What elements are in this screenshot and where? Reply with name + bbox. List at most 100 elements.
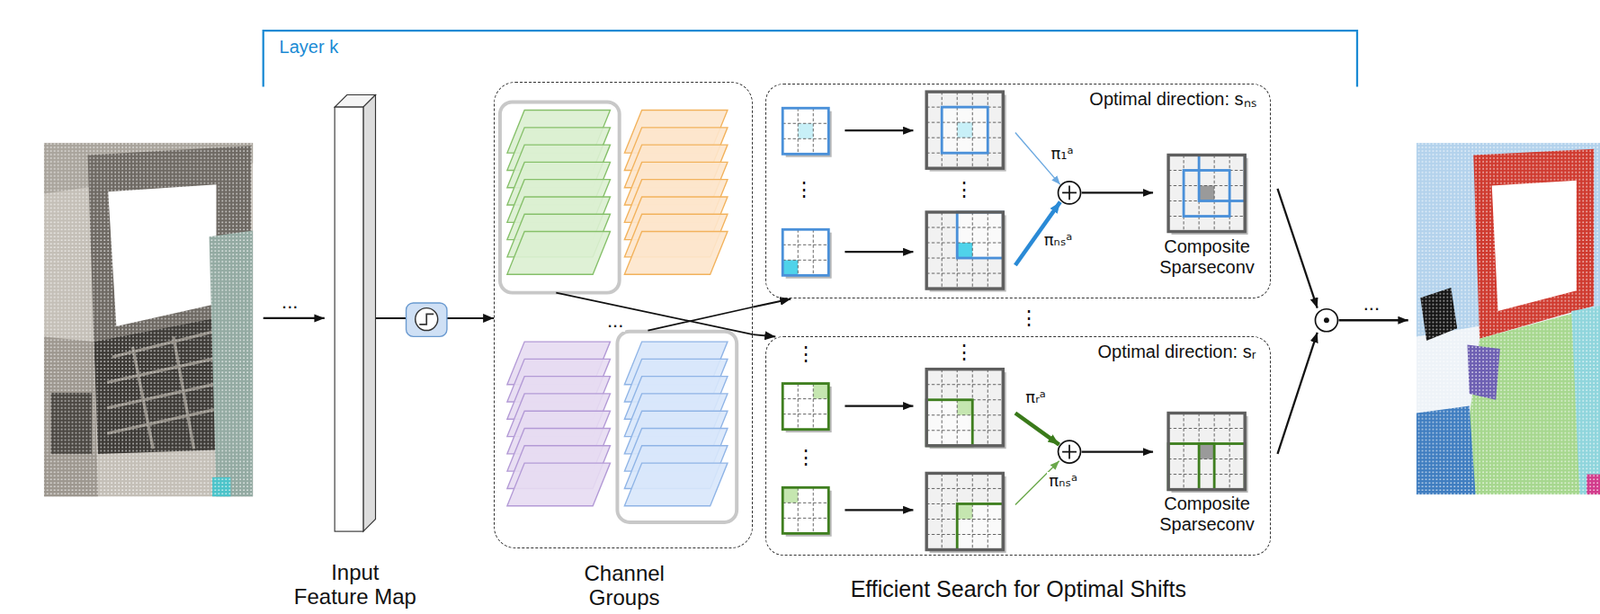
vertical-ellipsis: ⋮ — [792, 178, 816, 201]
shift-kernels — [782, 107, 832, 157]
shift-kernels — [782, 487, 832, 537]
composite-grids — [1168, 154, 1248, 234]
weight-label: πₙₛᵃ — [1046, 472, 1080, 492]
composite-grids — [1198, 444, 1215, 460]
feature-map-bar — [334, 107, 364, 532]
group-route-line — [555, 293, 753, 336]
shifted-grids — [926, 369, 1006, 449]
section-caption: Efficient Search for Optimal Shifts — [849, 576, 1189, 603]
shifted-grids — [956, 400, 973, 416]
channel-stacks — [500, 101, 737, 522]
operator-symbol — [1323, 317, 1330, 323]
composite-grids — [1183, 169, 1230, 216]
group-route-line — [555, 293, 753, 336]
flow-connector — [752, 298, 791, 307]
search-arrows — [1015, 412, 1060, 445]
channel-stacks — [507, 232, 611, 276]
shifted-grids — [926, 400, 973, 447]
input-point-cloud — [44, 143, 254, 498]
operator-symbol — [1314, 309, 1338, 332]
composite-grids — [1168, 412, 1248, 492]
shifted-grids — [926, 212, 1003, 289]
channel-stacks — [500, 101, 620, 293]
ellipsis: ... — [605, 309, 626, 332]
vertical-ellipsis: ⋮ — [794, 342, 818, 366]
composite-grids — [1168, 154, 1245, 232]
shifted-grids — [926, 91, 1003, 169]
shifted-grids — [926, 212, 1006, 292]
shift-kernels — [782, 384, 832, 433]
shift-kernels — [797, 123, 814, 139]
shifted-grids — [956, 503, 1003, 550]
search-arrows — [844, 130, 1408, 510]
node-label: Composite Sparseconv — [1148, 236, 1266, 278]
composite-grids — [1168, 412, 1245, 490]
channel-stacks — [624, 341, 728, 507]
shift-search-box: Optimal direction: sₙₛComposite Sparseco… — [765, 83, 1271, 299]
composite-grids — [1168, 444, 1215, 491]
shift-kernels — [782, 259, 798, 276]
channel-stacks — [624, 110, 728, 276]
search-arrows — [1277, 188, 1317, 309]
output-segmentation — [1416, 143, 1600, 495]
vertical-ellipsis: ⋮ — [794, 446, 818, 469]
shifted-grids — [926, 400, 973, 447]
composite-grids — [1168, 412, 1245, 490]
feature-map-bar — [363, 95, 376, 533]
ellipsis: ... — [1361, 292, 1382, 315]
composite-grids — [1198, 185, 1215, 201]
feature-map-bar — [334, 95, 376, 533]
composite-grids — [1168, 154, 1248, 493]
shifted-grids — [926, 473, 1003, 550]
output-segmentation — [1416, 143, 1600, 495]
operator-symbol — [1062, 185, 1077, 200]
node-label: Composite Sparseconv — [1148, 493, 1266, 536]
shift-kernels — [782, 229, 832, 278]
channel-stacks — [507, 341, 611, 507]
search-arrows — [844, 129, 913, 132]
composite-sparseconv: Composite Sparseconv — [1169, 413, 1246, 491]
box-heading: Optimal direction: sᵣ — [1098, 341, 1257, 363]
shift-search-box: Optimal direction: sᵣ Composite Sparsecon… — [765, 336, 1271, 556]
shift-kernels — [782, 229, 832, 278]
composite-grids — [1168, 412, 1248, 492]
feature-map-node: Input Feature Map — [334, 95, 376, 533]
composite-grids — [1198, 154, 1245, 201]
weight-label: πᵣᵃ — [1023, 388, 1048, 408]
quantization-icon — [406, 303, 447, 337]
shift-kernels — [782, 384, 829, 430]
layer-bracket — [263, 30, 1358, 87]
node-label: Channel Groups — [556, 561, 692, 611]
shift-kernels — [782, 107, 829, 154]
shifted-grids — [926, 473, 1003, 550]
shifted-grids — [926, 369, 1003, 447]
operator-symbol — [1058, 440, 1082, 464]
weight-label: π₁ᵃ — [1049, 144, 1076, 164]
operator-symbol — [1058, 181, 1082, 205]
composite-grids — [1168, 154, 1245, 232]
shift-kernels — [813, 384, 829, 400]
shifted-grids — [926, 369, 1006, 449]
shift-kernels — [782, 487, 798, 503]
search-arrows — [844, 250, 913, 253]
shift-kernels — [782, 107, 832, 157]
shifted-grids — [926, 473, 1006, 553]
shifted-grids — [926, 473, 1006, 553]
quantization-icon — [406, 303, 447, 337]
composite-grids — [1198, 444, 1245, 491]
shifted-grids — [926, 91, 1003, 169]
quantization-icon — [419, 313, 434, 324]
shifted-grids — [956, 122, 973, 138]
search-arrows — [844, 404, 913, 407]
shifted-grids — [956, 503, 973, 519]
shifted-grids — [926, 212, 1006, 292]
shifted-grids — [941, 107, 988, 153]
ellipsis: ... — [279, 290, 300, 313]
vertical-ellipsis: ⋮ — [952, 340, 976, 364]
shifted-grids — [926, 91, 1006, 171]
channel-stacks — [507, 110, 611, 276]
shifted-grids — [926, 369, 1003, 447]
search-arrows — [844, 509, 913, 511]
